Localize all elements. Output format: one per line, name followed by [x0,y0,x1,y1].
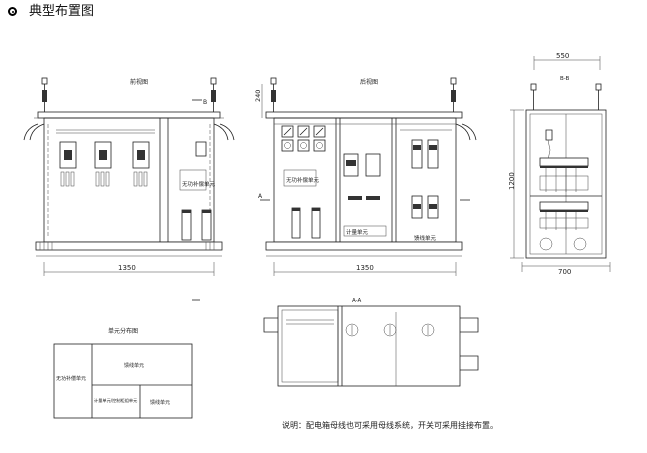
lifting-lug-left [41,77,48,112]
heading: 典型布置图 [8,4,94,20]
side-view-title: B-B [560,76,570,82]
side-cabinet [525,109,607,259]
side-view: 550 B-B [508,52,611,276]
lifting-lug-right [210,77,217,112]
rear-cable-pipe-right [461,123,477,141]
side-cap-bank-upper [539,157,589,192]
layout-table-title: 单元分布图 [108,327,138,335]
front-breaker-1 [59,141,77,187]
heading-text: 典型布置图 [29,4,95,19]
side-cap-bank-lower [539,201,589,230]
rear-meter-row [281,125,326,152]
side-cable-hole-left [539,237,553,251]
plan-cable-holes [345,323,435,337]
rear-lifting-lug-right [450,77,457,112]
rear-capacitors [291,207,321,239]
front-breaker-3 [132,141,150,187]
front-base [35,241,223,251]
rear-feeder-breakers [411,139,439,219]
side-height-dim: 1200 [508,172,516,190]
front-meter-box [195,141,207,157]
front-cable-pipe-right [219,123,235,141]
rear-height-dim: 240 [254,90,262,102]
bullet-icon [8,7,17,16]
front-breaker-2 [94,141,112,187]
rear-cap-label: 无功补偿单元 [286,176,320,184]
side-cable-hole-right [573,237,587,251]
plan-view-title: A-A [352,298,362,304]
rear-view-title: 后视图 [360,78,378,86]
plan-outline [277,305,461,387]
rear-meter-label: 计量单元 [346,228,369,236]
rear-width-dim: 1350 [356,264,374,272]
plan-pipe-right-top [460,317,479,333]
front-cap-label: 无功补偿单元 [182,180,216,188]
plan-pipe-right-bottom [460,355,479,371]
front-width-dim: 1350 [118,264,136,272]
front-capacitors [181,209,212,241]
rear-section-mark-left: A [258,193,263,200]
plan-view: A-A [263,298,479,387]
front-view: 前视图 [23,77,235,301]
layout-left-cell: 无功补偿单元 [56,375,86,382]
layout-bottom-right-cell: 馈线单元 [150,399,170,406]
front-section-mark-top: B [203,99,207,106]
rear-feeder-label: 馈线单元 [414,234,437,242]
front-roof [37,111,221,119]
plan-pipe-left [263,317,278,333]
drawing-note: 说明：配电箱母线也可采用母线系统，开关可采用挂接布置。 [282,420,498,430]
layout-top-right-cell: 馈线单元 [124,362,144,369]
side-width-bottom-dim: 700 [558,268,571,276]
front-view-title: 前视图 [130,78,148,86]
front-cable-pipe-left [23,123,39,141]
rear-view: 后视图 240 [254,77,477,276]
unit-layout-table: 单元分布图 无功补偿单元 馈线单元 计量单元/控制柜组单元 馈线单元 [53,327,193,419]
layout-bottom-middle-cell: 计量单元/控制柜组单元 [94,397,137,404]
side-width-top-dim: 550 [556,52,569,60]
rear-lifting-lug-left [270,77,277,112]
